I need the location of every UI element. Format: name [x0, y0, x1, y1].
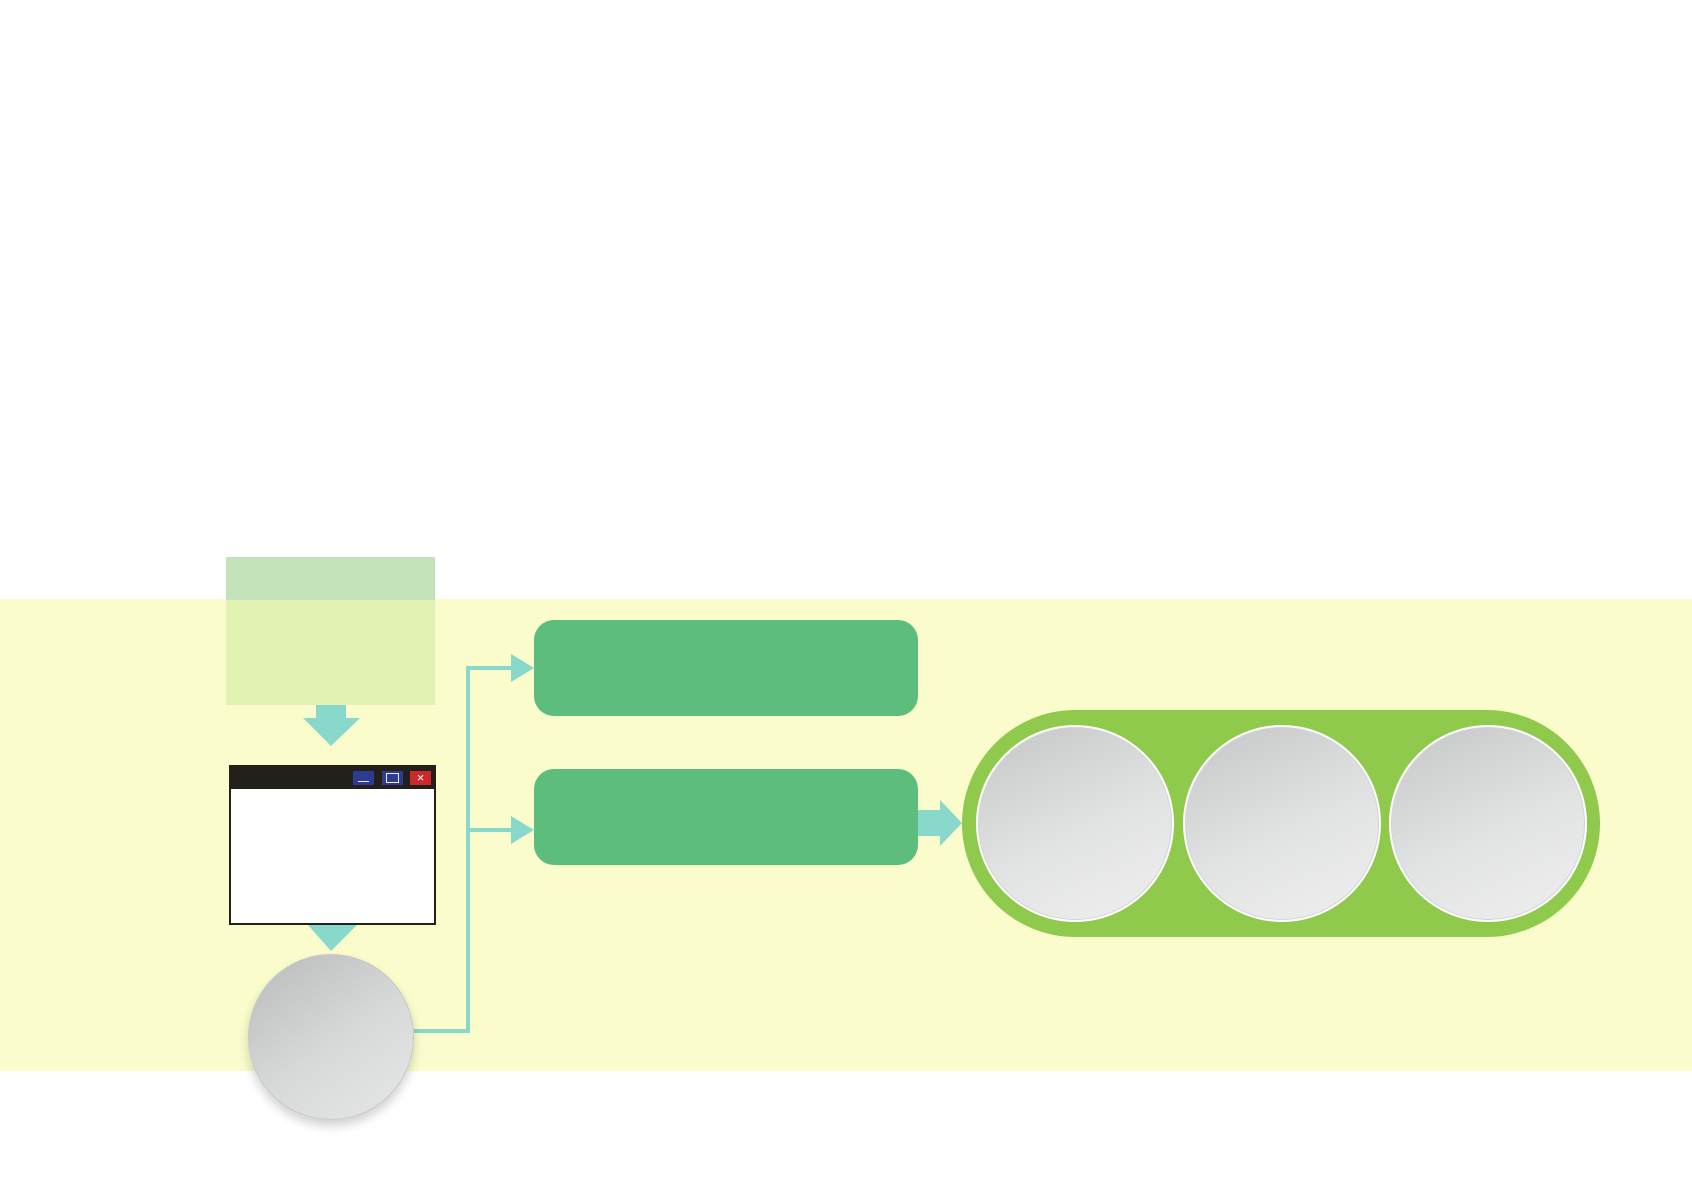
process-box-top [534, 620, 918, 716]
source-circle-node [248, 954, 414, 1120]
arrow-window-to-circle [308, 925, 357, 951]
output-pill-container [962, 710, 1600, 937]
close-icon: × [410, 771, 431, 785]
maximize-icon [382, 771, 403, 785]
output-circle-node [1389, 725, 1587, 922]
window-titlebar: × [231, 767, 434, 789]
document-card-header [226, 557, 435, 600]
output-circle-node [976, 725, 1174, 922]
minimize-icon [353, 771, 374, 785]
arrow-card-to-window [303, 705, 360, 746]
arrowhead-to-top-box [511, 654, 534, 682]
process-box-bottom [534, 769, 918, 865]
branch-connector [414, 666, 513, 1033]
arrow-box-to-pill [918, 800, 962, 846]
arrowhead-to-bottom-box [511, 816, 534, 844]
document-card [226, 557, 435, 705]
output-circle-node [1183, 725, 1381, 922]
application-window-icon: × [229, 765, 436, 925]
